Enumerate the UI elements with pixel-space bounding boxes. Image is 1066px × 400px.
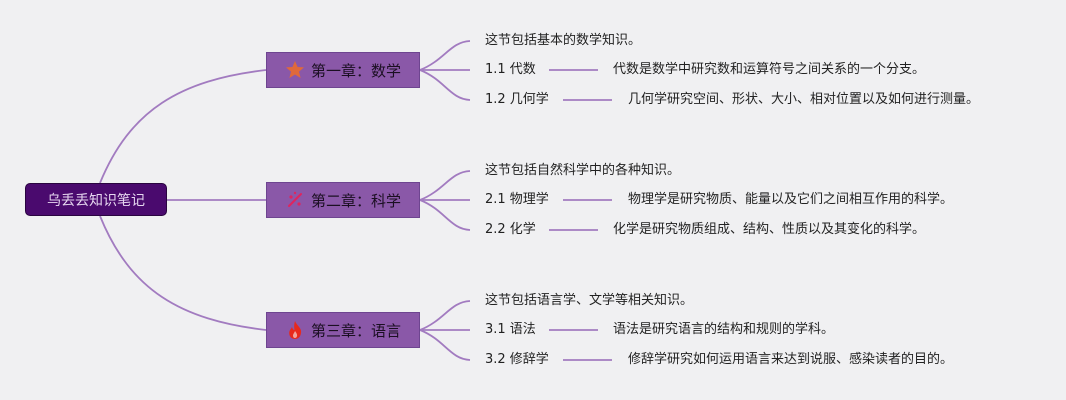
edge-root-ch1 xyxy=(99,69,267,184)
topic-title: 2.2 化学 xyxy=(485,222,536,237)
root-label: 乌丢丢知识笔记 xyxy=(47,192,145,209)
chapter-node-science[interactable]: 第二章：科学 xyxy=(266,182,420,218)
topic-title: 1.1 代数 xyxy=(485,62,536,77)
edge-ch2-t2 xyxy=(419,199,471,231)
topic-desc: 物理学是研究物质、能量以及它们之间相互作用的科学。 xyxy=(628,192,954,207)
star-icon xyxy=(285,60,305,80)
chapter-intro: 这节包括基本的数学知识。 xyxy=(485,33,642,48)
topic-title: 3.2 修辞学 xyxy=(485,352,549,367)
chapter-intro: 这节包括语言学、文学等相关知识。 xyxy=(485,293,694,308)
topic-desc: 化学是研究物质组成、结构、性质以及其变化的科学。 xyxy=(613,222,926,237)
chapter-intro: 这节包括自然科学中的各种知识。 xyxy=(485,163,681,178)
chapter-label: 第二章：科学 xyxy=(310,191,401,210)
edge-ch3-t2 xyxy=(419,329,471,361)
edge-root-ch3 xyxy=(99,215,267,331)
flame-icon xyxy=(285,320,305,340)
edge-ch3-intro xyxy=(419,300,471,331)
edge-ch1-t2 xyxy=(419,69,471,101)
topic-title: 2.1 物理学 xyxy=(485,192,549,207)
topic-title: 3.1 语法 xyxy=(485,322,536,337)
topic-title: 1.2 几何学 xyxy=(485,92,549,107)
chapter-label: 第一章：数学 xyxy=(310,61,401,80)
topic-desc: 几何学研究空间、形状、大小、相对位置以及如何进行测量。 xyxy=(628,92,980,107)
edge-ch2-intro xyxy=(419,170,471,201)
chapter-node-language[interactable]: 第三章：语言 xyxy=(266,312,420,348)
chapter-label: 第三章：语言 xyxy=(310,321,401,340)
topic-desc: 修辞学研究如何运用语言来达到说服、感染读者的目的。 xyxy=(628,352,954,367)
topic-desc: 代数是数学中研究数和运算符号之间关系的一个分支。 xyxy=(613,62,926,77)
chapter-node-math[interactable]: 第一章：数学 xyxy=(266,52,420,88)
topic-desc: 语法是研究语言的结构和规则的学科。 xyxy=(613,322,835,337)
root-node[interactable]: 乌丢丢知识笔记 xyxy=(25,183,167,216)
edge-ch1-intro xyxy=(419,40,471,71)
sparkle-icon xyxy=(285,190,305,210)
